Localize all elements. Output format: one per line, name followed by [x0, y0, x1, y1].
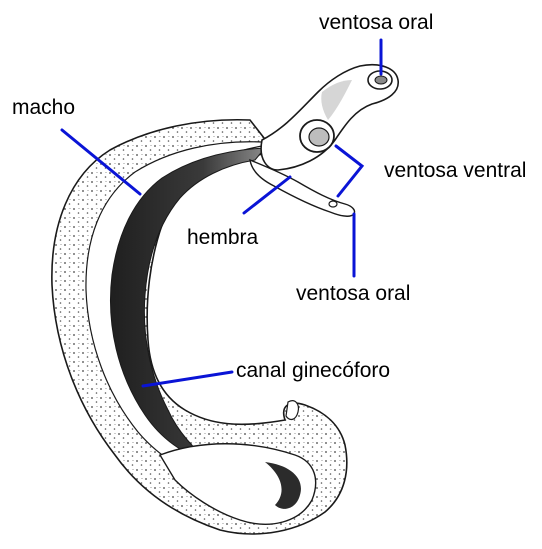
female-body — [250, 160, 355, 216]
ventral-sucker-inner — [309, 128, 329, 146]
label-macho: macho — [12, 97, 75, 118]
label-canal-ginecoforo: canal ginecóforo — [236, 360, 390, 381]
male-tail-tip — [286, 401, 298, 420]
label-ventosa-ventral: ventosa ventral — [384, 160, 526, 181]
oral-sucker-top-inner — [375, 76, 387, 84]
label-ventosa-oral-bottom: ventosa oral — [296, 283, 410, 304]
female-oral-sucker — [329, 201, 337, 207]
label-hembra: hembra — [187, 227, 258, 248]
label-ventosa-oral-top: ventosa oral — [319, 12, 433, 33]
leader-ventosa-ventral — [336, 146, 362, 196]
